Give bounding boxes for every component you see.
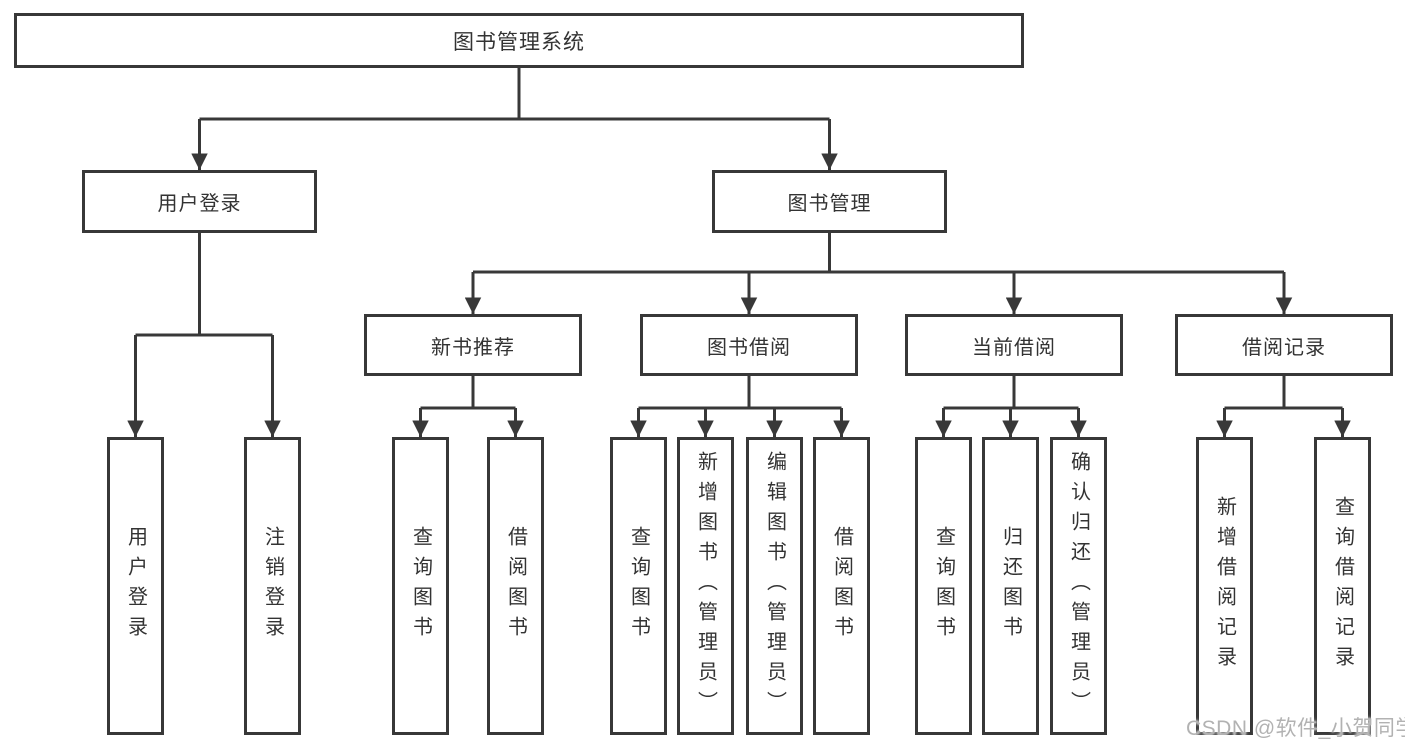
node-current-confirm-return: 确认归还（管理员）	[1050, 437, 1107, 735]
node-current-query-book: 查询图书	[915, 437, 972, 735]
trunk-current-borrow	[943, 376, 1079, 410]
node-root-label: 图书管理系统	[453, 30, 585, 54]
node-new-book-recommend: 新书推荐	[364, 314, 582, 376]
node-logout: 注销登录	[244, 437, 301, 735]
trunk-new-book-recommend	[420, 376, 516, 410]
node-borrow-add-book: 新增图书（管理员）	[677, 437, 734, 735]
node-recommend-query-book: 查询图书	[392, 437, 449, 735]
node-current-borrow: 当前借阅	[905, 314, 1123, 376]
node-user-login-leaf-label: 用户登录	[124, 526, 147, 646]
trunk-borrow-records	[1224, 376, 1343, 410]
node-book-management: 图书管理	[712, 170, 947, 233]
node-current-borrow-label: 当前借阅	[972, 336, 1056, 359]
node-user-login-leaf: 用户登录	[107, 437, 164, 735]
node-current-return-book: 归还图书	[982, 437, 1039, 735]
node-records-add-record: 新增借阅记录	[1196, 437, 1253, 735]
trunk-book-management	[473, 233, 1284, 274]
node-borrow-query-book: 查询图书	[610, 437, 667, 735]
node-book-borrow-label: 图书借阅	[707, 336, 791, 359]
node-recommend-query-book-label: 查询图书	[409, 526, 432, 646]
node-borrow-query-book-label: 查询图书	[627, 526, 650, 646]
node-records-add-record-label: 新增借阅记录	[1213, 496, 1236, 676]
node-records-query-record: 查询借阅记录	[1314, 437, 1371, 735]
node-current-confirm-return-label: 确认归还（管理员）	[1067, 451, 1090, 721]
trunk-book-borrow	[638, 376, 842, 410]
node-borrow-edit-book-label: 编辑图书（管理员）	[763, 451, 786, 721]
node-borrow-records: 借阅记录	[1175, 314, 1393, 376]
node-records-query-record-label: 查询借阅记录	[1331, 496, 1354, 676]
node-recommend-borrow-book-label: 借阅图书	[504, 526, 527, 646]
node-borrow-add-book-label: 新增图书（管理员）	[694, 451, 717, 721]
node-root: 图书管理系统	[14, 13, 1024, 68]
node-current-query-book-label: 查询图书	[932, 526, 955, 646]
csdn-watermark: CSDN @软件_小贺同学	[1186, 717, 1405, 740]
node-logout-label: 注销登录	[261, 526, 284, 646]
trunk-root	[199, 68, 830, 121]
node-user-login: 用户登录	[82, 170, 317, 233]
node-current-return-book-label: 归还图书	[999, 526, 1022, 646]
node-borrow-records-label: 借阅记录	[1242, 336, 1326, 359]
node-new-book-recommend-label: 新书推荐	[431, 336, 515, 359]
node-book-management-label: 图书管理	[787, 193, 872, 215]
node-borrow-borrow-book: 借阅图书	[813, 437, 870, 735]
node-user-login-label: 用户登录	[157, 193, 242, 215]
node-borrow-borrow-book-label: 借阅图书	[830, 526, 853, 646]
node-recommend-borrow-book: 借阅图书	[487, 437, 544, 735]
trunk-user-login	[135, 233, 273, 337]
node-borrow-edit-book: 编辑图书（管理员）	[746, 437, 803, 735]
node-book-borrow: 图书借阅	[640, 314, 858, 376]
